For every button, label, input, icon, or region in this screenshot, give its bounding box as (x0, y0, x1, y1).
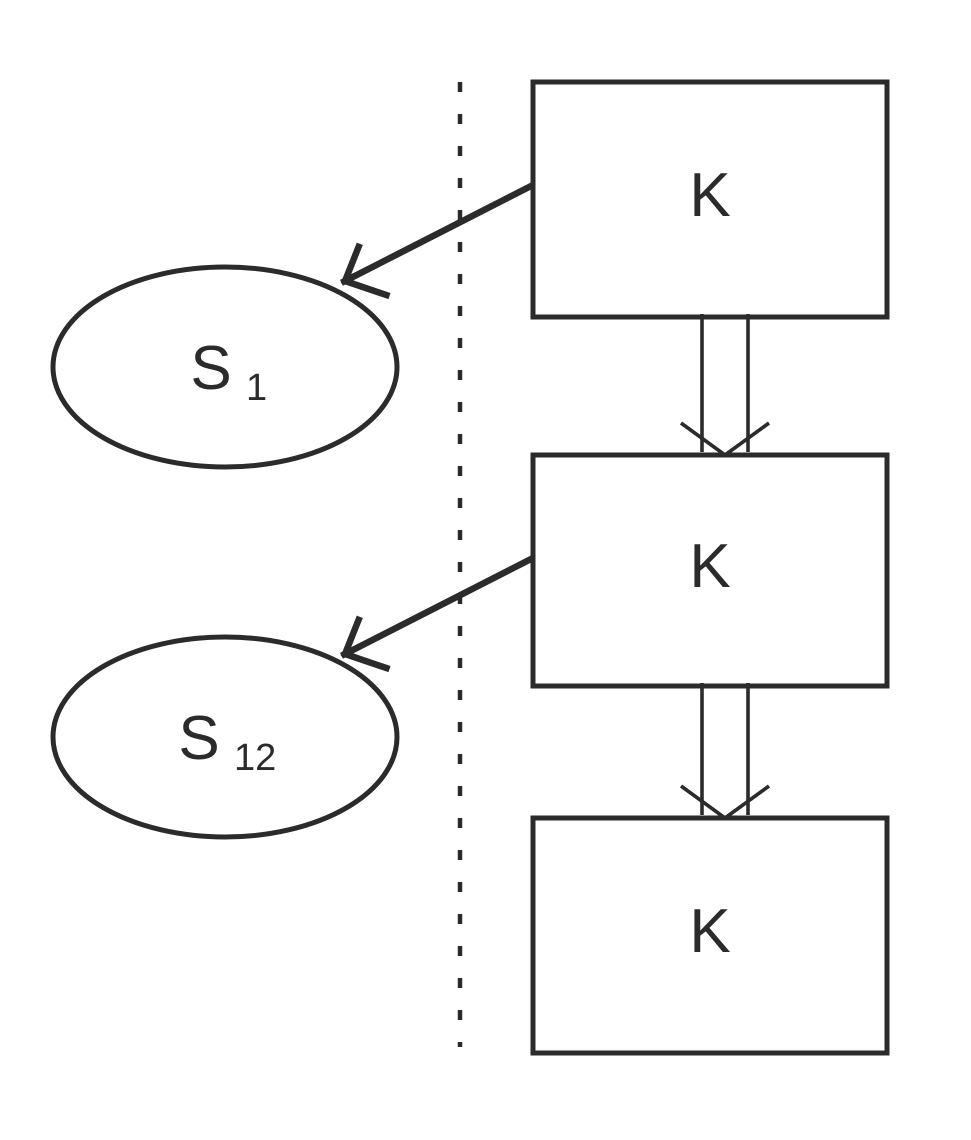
box-node-2[interactable]: K (530, 452, 890, 689)
box-node-1[interactable]: K (530, 79, 890, 320)
ellipse-label-main: S (190, 334, 231, 403)
box-rect[interactable] (530, 815, 890, 1056)
ellipse-shape[interactable] (50, 264, 400, 470)
box-rect[interactable] (530, 452, 890, 689)
double-arrow-box2-to-box3 (679, 683, 771, 821)
ellipse-node-s1[interactable]: S 1 (50, 264, 400, 470)
arrow-shaft (339, 555, 535, 659)
box-rect[interactable] (530, 79, 890, 320)
box-label: K (689, 532, 730, 601)
ellipse-node-s12[interactable]: S 12 (50, 634, 400, 840)
double-arrow-head-open-v (679, 784, 771, 821)
double-arrow-box1-to-box2 (679, 314, 771, 458)
double-arrow-head-open-v (679, 421, 771, 458)
ellipse-label-subscript: 12 (234, 737, 276, 779)
arrow-box2-to-s12 (339, 555, 535, 673)
box-label: K (689, 161, 730, 230)
ellipse-label-main: S (178, 704, 219, 773)
ellipse-shape[interactable] (50, 634, 400, 840)
box-node-3[interactable]: K (530, 815, 890, 1056)
arrow-shaft (339, 182, 535, 286)
arrow-head-open-v (340, 242, 391, 300)
arrow-box1-to-s1 (339, 182, 535, 300)
arrow-head-open-v (340, 615, 391, 673)
box-label: K (689, 897, 730, 966)
ellipse-label-subscript: 1 (246, 367, 267, 409)
